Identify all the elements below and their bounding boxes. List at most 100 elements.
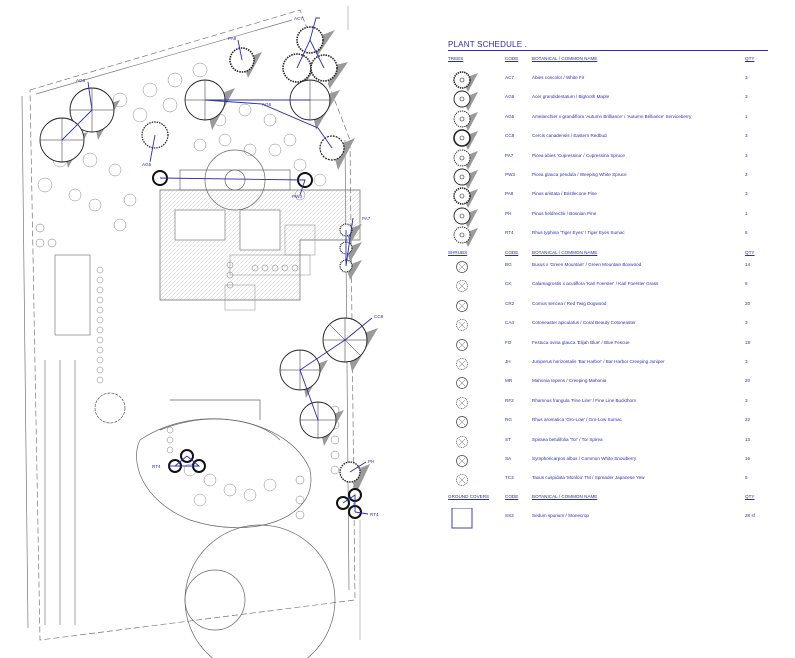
tag-ph: PH <box>368 459 374 464</box>
row-code: ST <box>505 436 511 442</box>
fir-tree-icon <box>453 71 478 92</box>
row-code: RT4 <box>505 230 514 236</box>
row-qty: 28 sf <box>745 513 755 518</box>
plan-tags: AC7 PA8 AG8 AG6 AG5 PW3 PA7 CC8 PH RT4 R… <box>76 16 384 517</box>
bosnian-pine-icon <box>453 207 478 228</box>
tag-cc8: CC8 <box>374 314 384 319</box>
row-botanical-name: Taxus cuspidata 'Monloo' TM / Spreader J… <box>532 475 645 481</box>
row-code: AC7 <box>505 75 514 80</box>
callout-lines <box>61 17 373 515</box>
row-botanical-name: Picea glauca pendula / Weeping White Spr… <box>532 172 627 177</box>
schedule-title: PLANT SCHEDULE . <box>448 40 528 49</box>
row-botanical-name: Symphoricarpos albus / Common White Snow… <box>532 456 637 461</box>
section-groundcovers-heading: GROUND COVERS <box>448 494 490 499</box>
row-qty: 3 <box>745 191 748 197</box>
schedule-title-rule <box>448 50 768 51</box>
tree-ag8-b <box>289 79 340 130</box>
row-qty: 1 <box>745 210 748 216</box>
row-qty: 8 <box>745 281 748 287</box>
row-botanical-name: Festuca ovina glauca 'Elijah Blue' / Blu… <box>532 339 630 345</box>
tag-ag8: AG8 <box>76 78 86 83</box>
tag-rt4-left: RT4 <box>152 464 161 469</box>
row-code: SS3 <box>505 513 514 518</box>
buckthorn-shrub-icon <box>456 396 468 409</box>
row-botanical-name: Spiraea betulifolia 'Tor' / Tor Spirea <box>532 436 603 442</box>
sumac-tree-icon <box>453 226 478 248</box>
paver-grid <box>224 224 316 311</box>
tree-cc8-c <box>279 349 328 398</box>
bristlecone-pine-icon <box>453 187 478 209</box>
tree-pa8-a <box>229 47 262 78</box>
tag-ag5: AG5 <box>142 162 152 167</box>
row-code: CC8 <box>505 133 515 139</box>
row-qty: 20 <box>745 378 751 384</box>
tree-cloud <box>94 392 126 424</box>
section-trees-qty-header: QTY <box>745 56 755 61</box>
row-qty: 5 <box>745 475 748 481</box>
row-botanical-name: Juniperus horizontalis 'Bar Harbor' / Ba… <box>532 359 665 364</box>
weeping-spruce-icon <box>453 168 478 189</box>
row-botanical-name: Rhus aromatica 'Gro-Low' / Gro-Low Sumac <box>532 417 622 423</box>
site-plan: AC7 PA8 AG8 AG6 AG5 PW3 PA7 CC8 PH RT4 R… <box>21 6 384 658</box>
section-trees-name-header: BOTANICAL / COMMON NAME <box>532 56 598 61</box>
row-qty: 3 <box>745 320 748 326</box>
row-botanical-name: Cercis canadensis / Eastern Redbud <box>532 133 607 139</box>
row-code: JH <box>505 359 511 364</box>
row-code: PA8 <box>505 191 514 197</box>
section-groundcovers-code-header: CODE <box>505 494 519 499</box>
row-code: RF2 <box>505 397 514 403</box>
row-code: PA7 <box>505 152 514 158</box>
row-qty: 22 <box>745 417 751 423</box>
row-botanical-name: Rhus typhina 'Tiger Eyes' / Tiger Eyes S… <box>532 230 625 236</box>
tag-pw3: PW3 <box>292 194 302 199</box>
row-code: RG <box>505 417 512 423</box>
row-botanical-name: Picea abies 'Cupressina' / Cupressina Sp… <box>532 152 625 158</box>
tree-pa7-b <box>339 241 362 262</box>
row-botanical-name: Amelanchier x grandiflora 'Autumn Brilli… <box>532 113 692 119</box>
section-groundcovers-name-header: BOTANICAL / COMMON NAME <box>532 494 598 499</box>
row-code: CK <box>505 281 512 287</box>
row-qty: 3 <box>745 359 748 364</box>
row-qty: 3 <box>745 94 748 100</box>
yew-shrub-icon <box>456 474 468 487</box>
row-qty: 18 <box>745 339 751 345</box>
tree-cc8-b <box>322 317 378 372</box>
row-botanical-name: Abies concolor / White Fir <box>532 75 585 80</box>
tag-ag6: AG6 <box>262 102 272 107</box>
row-code: BG <box>505 262 512 267</box>
row-code: CA4 <box>505 320 514 326</box>
shrub-row-left <box>35 223 340 520</box>
tag-pa8: PA8 <box>228 36 237 41</box>
house-footprint <box>159 189 361 301</box>
row-qty: 3 <box>745 133 748 139</box>
juniper-shrub-icon <box>456 358 468 370</box>
row-qty: 20 <box>745 300 751 306</box>
section-shrubs-name-header: BOTANICAL / COMMON NAME <box>532 250 598 255</box>
row-qty: 1 <box>745 113 748 119</box>
row-qty: 3 <box>745 75 748 80</box>
groundcover-square-icon <box>451 508 473 529</box>
maple-tree-icon <box>453 90 478 112</box>
row-qty: 16 <box>745 456 751 461</box>
mahonia-shrub-icon <box>456 377 468 390</box>
section-shrubs-heading: SHRUBS <box>448 250 468 255</box>
tree-ag8-a <box>184 79 235 130</box>
tree-cc8-d <box>299 401 344 446</box>
serviceberry-tree-icon <box>453 110 478 131</box>
row-botanical-name: Pinus heldreichii / Bosnian Pine <box>532 210 597 216</box>
row-code: AG8 <box>505 94 515 100</box>
section-groundcovers-qty-header: QTY <box>745 494 755 499</box>
row-botanical-name: Acer grandidentatum / Bigtooth Maple <box>532 94 610 100</box>
row-code: AG5 <box>505 113 515 119</box>
row-botanical-name: Pinus aristata / Bristlecone Pine <box>532 191 597 197</box>
row-botanical-name: Rhamnus frangula 'Fine Line' / Fine Line… <box>532 397 637 403</box>
tree-pa7-c <box>339 259 362 280</box>
row-qty: 14 <box>745 262 751 267</box>
row-botanical-name: Cotoneaster apiculatus / Coral Beauty Co… <box>532 320 636 326</box>
row-qty: 3 <box>745 397 748 403</box>
row-qty: 6 <box>745 230 748 236</box>
lawn-curves <box>136 399 336 658</box>
section-shrubs-qty-header: QTY <box>745 250 755 255</box>
row-code: FO <box>505 339 512 345</box>
row-botanical-name: Sedum spurium / Stonecrop <box>532 513 589 518</box>
